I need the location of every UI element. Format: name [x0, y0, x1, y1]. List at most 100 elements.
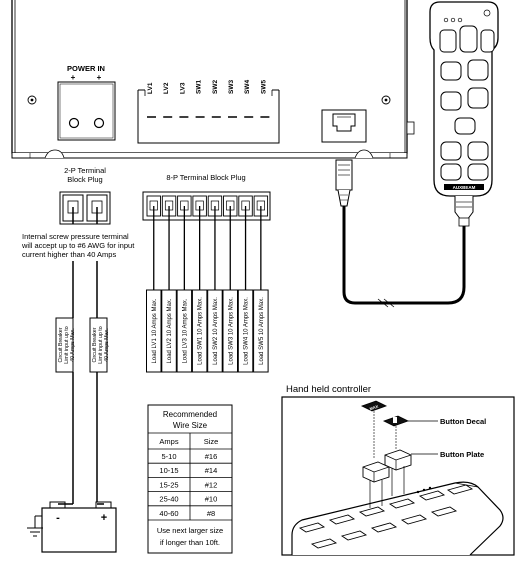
- wire-table-footer: Use next larger size: [157, 526, 223, 535]
- load-box: [191, 289, 208, 373]
- lv-sw-connector: LV1 LV2 LV3 SW1 SW2 SW3 SW4 SW5: [137, 80, 280, 144]
- decal-text: MAX: [369, 404, 379, 412]
- terminal-2p: 2-P Terminal Block Plug Internal screw p…: [21, 166, 135, 259]
- lv-sw-label: LV3: [179, 82, 186, 94]
- terminal-8p: 8-P Terminal Block Plug: [142, 173, 271, 221]
- load-box: [176, 289, 193, 373]
- detail-button: [430, 506, 458, 517]
- circuit-breaker-label: Circuit BreakerLimit input up to40 Amps …: [58, 326, 76, 363]
- wire-table-cell: 10-15: [159, 466, 178, 475]
- wire-table-cell: #8: [207, 509, 215, 518]
- controller-button: [467, 59, 489, 81]
- battery: - +: [41, 501, 117, 553]
- controller-detail: MAX Button Decal Button Plate: [281, 396, 515, 556]
- detail-button: [370, 522, 398, 533]
- wire-table-footer: if longer than 10ft.: [160, 538, 220, 547]
- wire-table-title: Wire Size: [173, 421, 208, 430]
- load-box: [253, 289, 269, 373]
- lv-sw-label: SW1: [196, 80, 203, 94]
- load-label: Load SW1 10 Amps Max.: [198, 297, 204, 365]
- load-box: [161, 289, 177, 373]
- controller-button: [467, 87, 489, 109]
- load-box: [237, 289, 254, 373]
- lv-sw-label: SW5: [260, 80, 267, 94]
- wire-table-cell: #14: [205, 466, 218, 475]
- screw-icon: [381, 95, 391, 105]
- load-box: [207, 289, 223, 373]
- detail-button: [358, 506, 386, 517]
- controller-button: [440, 141, 462, 161]
- wire-table-header: Amps: [159, 437, 178, 446]
- load-group: Load LV1 10 Amps Max. Load LV2 10 Amps Ma…: [146, 206, 269, 373]
- led-icon: [428, 486, 432, 490]
- button-plate: [362, 449, 412, 508]
- load-label: Load LV1 10 Amps Max.: [152, 298, 158, 363]
- wire-table-cell: 40-60: [159, 509, 178, 518]
- detail-button: [298, 522, 326, 533]
- wire-table-cell: #12: [205, 480, 218, 489]
- terminal-8p-title: 8-P Terminal Block Plug: [166, 173, 245, 182]
- load-box: [222, 289, 238, 373]
- lv-sw-label: SW4: [244, 80, 251, 94]
- wire-table-cell: #16: [205, 452, 218, 461]
- detail-button: [340, 530, 368, 541]
- detail-button: [388, 498, 416, 509]
- wire-table-cell: 15-25: [159, 480, 178, 489]
- lv-sw-label: SW3: [228, 80, 235, 94]
- controller-button: [454, 117, 476, 135]
- lv-sw-label: SW2: [212, 80, 219, 94]
- terminal-2p-note: Internal screw pressure terminal: [22, 232, 129, 241]
- wire-table-title: Recommended: [163, 410, 217, 419]
- rj45-port: [321, 109, 367, 143]
- plus-label: +: [97, 73, 102, 82]
- ground-icon: [27, 515, 43, 537]
- wire-table-cell: 5-10: [161, 452, 176, 461]
- battery-minus: -: [56, 512, 60, 524]
- button-decal-label: Button Decal: [440, 417, 486, 426]
- handheld-controller: AUXBEAM: [429, 1, 499, 227]
- section-title: Hand held controller: [286, 384, 371, 395]
- lv-sw-label: LV1: [147, 82, 154, 94]
- terminal-2p-title: 2-P Terminal: [64, 166, 106, 175]
- load-label: Load SW4 10 Amps Max.: [244, 297, 250, 365]
- terminal-2p-note: will accept up to #6 AWG for input: [21, 241, 135, 250]
- led-icon: [416, 490, 420, 494]
- power-in-connector: POWER IN + +: [57, 64, 116, 141]
- load-label: Load LV3 10 Amps Max.: [182, 298, 188, 363]
- power-in-label: POWER IN: [67, 64, 105, 73]
- button-plate-label: Button Plate: [440, 450, 484, 459]
- load-box: [146, 289, 162, 373]
- detail-button: [400, 514, 428, 525]
- circuit-breaker: Circuit BreakerLimit input up to40 Amps …: [55, 317, 110, 373]
- controller-cable: [342, 206, 466, 305]
- controller-button: [467, 163, 489, 181]
- wire-table-cell: 25-40: [159, 495, 178, 504]
- controller-button: [467, 141, 489, 161]
- terminal-2p-note: current higher than 40 Amps: [22, 250, 116, 259]
- detail-button: [418, 490, 446, 501]
- detail-button: [328, 514, 356, 525]
- detail-button: [310, 538, 338, 549]
- controller-button: [440, 91, 462, 111]
- controller-button: [440, 61, 462, 81]
- button-decal: MAX: [360, 400, 410, 458]
- lv-sw-label: LV2: [163, 82, 170, 94]
- plus-label: +: [71, 73, 76, 82]
- load-label: Load SW5 10 Amps Max.: [259, 297, 265, 365]
- wire-table-cell: #10: [205, 495, 218, 504]
- controller-brand: AUXBEAM: [453, 185, 476, 190]
- battery-plus: +: [101, 512, 107, 524]
- wire-table-header: Size: [204, 437, 219, 446]
- rj45-plug: [335, 159, 353, 207]
- terminal-2p-title: Block Plug: [67, 175, 102, 184]
- screw-icon: [27, 95, 37, 105]
- led-icon: [422, 488, 426, 492]
- circuit-breaker-label: Circuit BreakerLimit input up to40 Amps …: [92, 326, 110, 363]
- load-label: Load SW2 10 Amps Max.: [213, 297, 219, 365]
- detail-button: [446, 484, 474, 495]
- load-label: Load SW3 10 Amps Max.: [228, 297, 234, 365]
- load-label: Load LV2 10 Amps Max.: [167, 298, 173, 363]
- controller-button: [440, 163, 462, 181]
- wire-size-table: Recommended Wire Size Amps Size 5-10 #16 1…: [147, 404, 233, 554]
